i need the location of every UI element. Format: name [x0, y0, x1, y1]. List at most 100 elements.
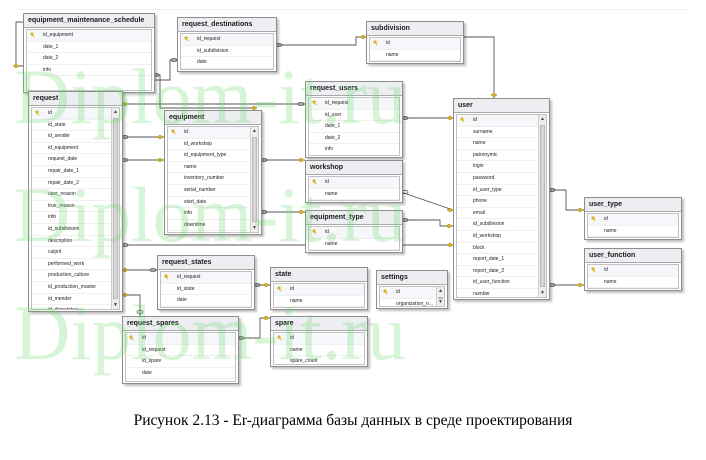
column-row[interactable]: id_request: [161, 272, 251, 284]
scroll-up-icon[interactable]: ▲: [113, 109, 118, 115]
column-row[interactable]: id_sender: [32, 131, 112, 143]
column-row[interactable]: id: [370, 38, 460, 50]
scroll-thumb[interactable]: [540, 125, 545, 287]
scroll-up-icon[interactable]: ▲: [540, 116, 545, 122]
column-row[interactable]: id_spare: [126, 356, 235, 368]
column-row[interactable]: production_culture: [32, 270, 112, 282]
scroll-thumb[interactable]: [438, 297, 443, 299]
column-row[interactable]: block: [457, 243, 539, 255]
column-row[interactable]: serial_number: [168, 185, 251, 197]
column-row[interactable]: id_request: [126, 345, 235, 357]
column-row[interactable]: password: [457, 173, 539, 185]
column-row[interactable]: surname: [457, 127, 539, 139]
column-row[interactable]: downtime: [168, 220, 251, 232]
column-row[interactable]: id: [588, 265, 678, 277]
column-row[interactable]: id: [380, 287, 437, 299]
column-row[interactable]: name: [588, 226, 678, 237]
column-row[interactable]: repair_date_2: [32, 178, 112, 190]
column-row[interactable]: inventory_number: [168, 173, 251, 185]
column-row[interactable]: name: [457, 138, 539, 150]
column-row[interactable]: info: [168, 208, 251, 220]
column-row[interactable]: name: [309, 189, 399, 200]
column-row[interactable]: phone: [457, 196, 539, 208]
column-row[interactable]: id_workshop: [168, 139, 251, 151]
column-row[interactable]: id_subdivision: [457, 219, 539, 231]
scroll-down-icon[interactable]: ▼: [252, 225, 257, 231]
scroll-up-icon[interactable]: ▲: [438, 288, 443, 294]
column-row[interactable]: id: [32, 108, 112, 120]
column-row[interactable]: id_workshop: [457, 231, 539, 243]
column-row[interactable]: date: [181, 57, 273, 69]
column-row[interactable]: id_user: [309, 110, 399, 122]
column-row[interactable]: id_mender: [32, 294, 112, 306]
column-row[interactable]: id_equipment: [32, 143, 112, 155]
column-row[interactable]: id_state: [161, 284, 251, 296]
scroll-down-icon[interactable]: ▼: [438, 299, 443, 305]
column-row[interactable]: date: [126, 368, 235, 380]
column-row[interactable]: date_1: [27, 42, 151, 54]
column-row[interactable]: id: [274, 333, 364, 345]
column-row[interactable]: request_date: [32, 154, 112, 166]
column-row[interactable]: email: [457, 208, 539, 220]
column-row[interactable]: spare_count: [274, 356, 364, 364]
column-row[interactable]: info: [27, 65, 151, 77]
column-row[interactable]: name: [309, 239, 399, 250]
column-row[interactable]: id_user_type: [457, 185, 539, 197]
column-row[interactable]: report_date_1: [457, 254, 539, 266]
column-row[interactable]: id_production_master: [32, 282, 112, 294]
column-row[interactable]: start_date: [168, 197, 251, 209]
column-row[interactable]: login: [457, 161, 539, 173]
column-row[interactable]: id_request: [181, 34, 273, 46]
column-row[interactable]: repair_date_1: [32, 166, 112, 178]
column-row[interactable]: id: [126, 333, 235, 345]
column-row[interactable]: name: [274, 345, 364, 357]
column-row[interactable]: id: [309, 177, 399, 189]
column-row[interactable]: culprit: [32, 247, 112, 259]
column-row[interactable]: id: [274, 284, 364, 296]
table-equipment-maintenance-schedule[interactable]: equipment_maintenance_schedule id_equipm…: [23, 13, 155, 93]
column-row[interactable]: date_2: [27, 53, 151, 65]
column-row[interactable]: id: [457, 115, 539, 127]
column-row[interactable]: id_request: [309, 98, 399, 110]
scrollbar[interactable]: ▲▼: [111, 108, 119, 309]
column-row[interactable]: report_date_2: [457, 266, 539, 278]
column-row[interactable]: id_equipment_type: [168, 150, 251, 162]
column-row[interactable]: id_equipment: [27, 30, 151, 42]
scroll-down-icon[interactable]: ▼: [540, 290, 545, 296]
column-row[interactable]: id_state: [32, 120, 112, 132]
column-row[interactable]: id_dispatcher: [32, 305, 112, 309]
column-row[interactable]: stand: [168, 231, 251, 232]
scroll-down-icon[interactable]: ▼: [113, 302, 118, 308]
column-row[interactable]: date_2: [309, 133, 399, 145]
column-row[interactable]: id: [168, 127, 251, 139]
column-row[interactable]: number: [457, 289, 539, 297]
column-row[interactable]: true_reason: [32, 201, 112, 213]
table-request-spares[interactable]: request_spares idid_requestid_sparedates…: [122, 316, 239, 384]
scroll-thumb[interactable]: [113, 118, 118, 299]
column-row[interactable]: date_1: [309, 121, 399, 133]
column-row[interactable]: date: [161, 295, 251, 307]
column-row[interactable]: id_subdivision: [181, 46, 273, 58]
column-row[interactable]: name: [588, 277, 678, 288]
column-row[interactable]: id_user_function: [457, 277, 539, 289]
scroll-thumb[interactable]: [252, 137, 257, 222]
column-row[interactable]: description: [32, 236, 112, 248]
column-row[interactable]: organization_n...: [380, 299, 437, 306]
column-row[interactable]: info: [309, 144, 399, 155]
column-row[interactable]: performed_work: [32, 259, 112, 271]
column-row[interactable]: user_reason: [32, 189, 112, 201]
